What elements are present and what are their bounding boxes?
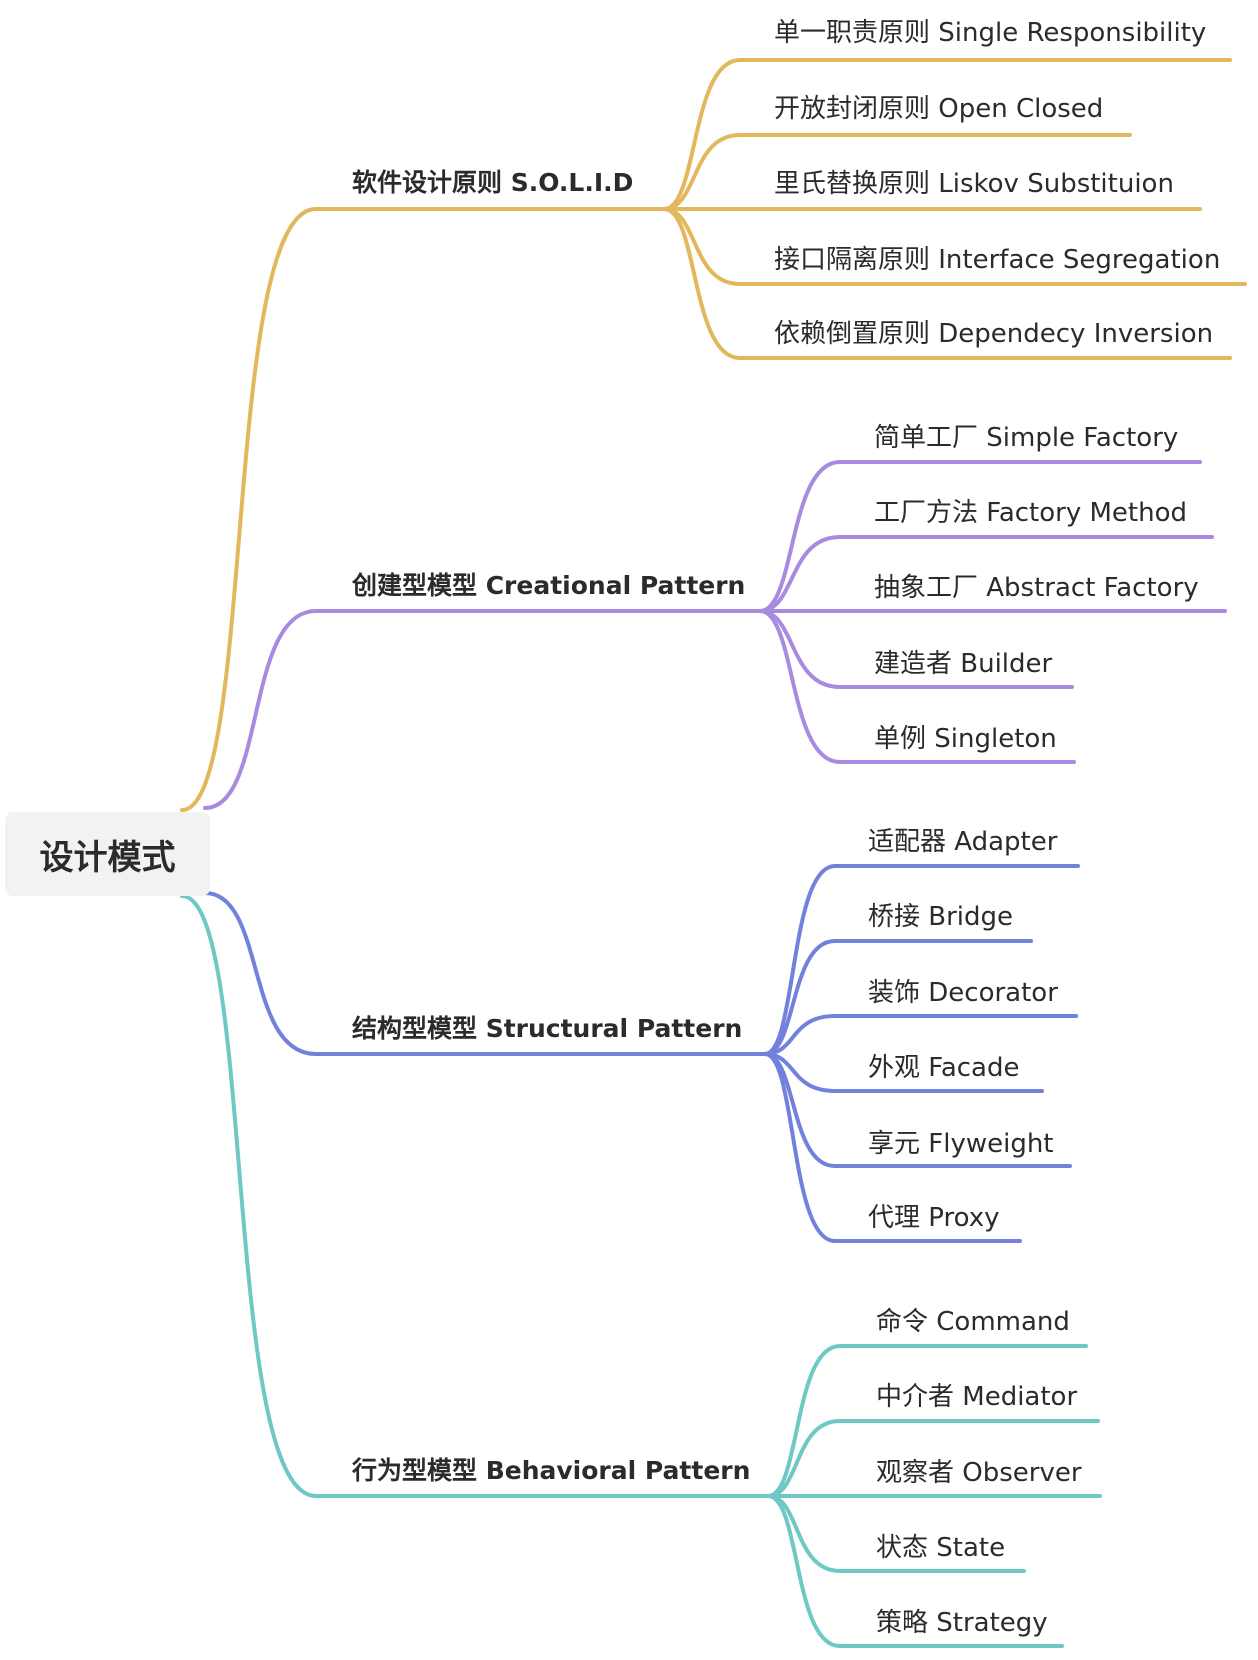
root-node[interactable]: 设计模式 bbox=[5, 812, 210, 896]
edge-branch-0-to-leaf-1 bbox=[662, 133, 1132, 211]
edge-root-to-branch-1 bbox=[203, 609, 762, 810]
leaf-singleton[interactable]: 单例 Singleton bbox=[874, 724, 1057, 754]
branch-structural-pattern[interactable]: 结构型模型 Structural Pattern bbox=[352, 1014, 743, 1043]
leaf-dependency-inversion[interactable]: 依赖倒置原则 Dependecy Inversion bbox=[774, 319, 1214, 349]
edge-branch-2-to-leaf-0 bbox=[763, 864, 1080, 1056]
edge-branch-1-to-leaf-1 bbox=[758, 535, 1214, 613]
edge-branch-1-to-leaf-4 bbox=[758, 609, 1076, 764]
leaf-state[interactable]: 状态 State bbox=[876, 1533, 1006, 1563]
branch-creational-pattern[interactable]: 创建型模型 Creational Pattern bbox=[352, 571, 746, 600]
leaf-strategy[interactable]: 策略 Strategy bbox=[876, 1608, 1048, 1638]
edge-branch-2-to-leaf-3 bbox=[763, 1052, 1044, 1093]
leaf-simple-factory[interactable]: 简单工厂 Simple Factory bbox=[874, 423, 1179, 453]
edge-branch-2-to-leaf-1 bbox=[763, 939, 1033, 1056]
branch-behavioral-pattern[interactable]: 行为型模型 Behavioral Pattern bbox=[352, 1456, 751, 1485]
leaf-decorator[interactable]: 装饰 Decorator bbox=[868, 978, 1058, 1008]
edge-branch-2-to-leaf-5 bbox=[763, 1052, 1022, 1243]
edge-root-to-branch-0 bbox=[180, 207, 666, 812]
leaf-proxy[interactable]: 代理 Proxy bbox=[868, 1203, 1000, 1233]
leaf-mediator[interactable]: 中介者 Mediator bbox=[876, 1382, 1078, 1412]
leaf-adapter[interactable]: 适配器 Adapter bbox=[868, 827, 1058, 857]
edge-branch-1-to-leaf-0 bbox=[758, 460, 1202, 613]
leaf-builder[interactable]: 建造者 Builder bbox=[874, 649, 1053, 679]
leaf-abstract-factory[interactable]: 抽象工厂 Abstract Factory bbox=[874, 573, 1199, 603]
edge-branch-1-to-leaf-3 bbox=[758, 609, 1074, 689]
leaf-interface-segregation[interactable]: 接口隔离原则 Interface Segregation bbox=[774, 245, 1221, 275]
edge-branch-3-to-leaf-0 bbox=[766, 1344, 1088, 1498]
leaf-command[interactable]: 命令 Command bbox=[876, 1307, 1070, 1337]
leaf-factory-method[interactable]: 工厂方法 Factory Method bbox=[874, 498, 1188, 528]
leaf-open-closed[interactable]: 开放封闭原则 Open Closed bbox=[774, 94, 1104, 124]
edge-branch-0-to-leaf-4 bbox=[662, 207, 1232, 360]
edge-root-to-branch-3 bbox=[180, 894, 770, 1498]
leaf-observer[interactable]: 观察者 Observer bbox=[876, 1458, 1082, 1488]
leaf-liskov-substitution[interactable]: 里氏替换原则 Liskov Substituion bbox=[774, 169, 1174, 199]
leaf-facade[interactable]: 外观 Facade bbox=[868, 1053, 1020, 1083]
edge-root-to-branch-2 bbox=[203, 891, 767, 1056]
edge-branch-2-to-leaf-2 bbox=[763, 1014, 1078, 1056]
edge-branch-3-to-leaf-4 bbox=[766, 1494, 1064, 1648]
leaf-single-responsibility[interactable]: 单一职责原则 Single Responsibility bbox=[774, 18, 1207, 48]
root-node-label: 设计模式 bbox=[39, 837, 176, 878]
edge-branch-3-to-leaf-1 bbox=[766, 1419, 1100, 1498]
leaf-flyweight[interactable]: 享元 Flyweight bbox=[868, 1129, 1054, 1159]
leaf-bridge[interactable]: 桥接 Bridge bbox=[868, 902, 1014, 932]
edge-branch-0-to-leaf-0 bbox=[662, 58, 1232, 211]
branch-solid-principles[interactable]: 软件设计原则 S.O.L.I.D bbox=[352, 168, 634, 197]
